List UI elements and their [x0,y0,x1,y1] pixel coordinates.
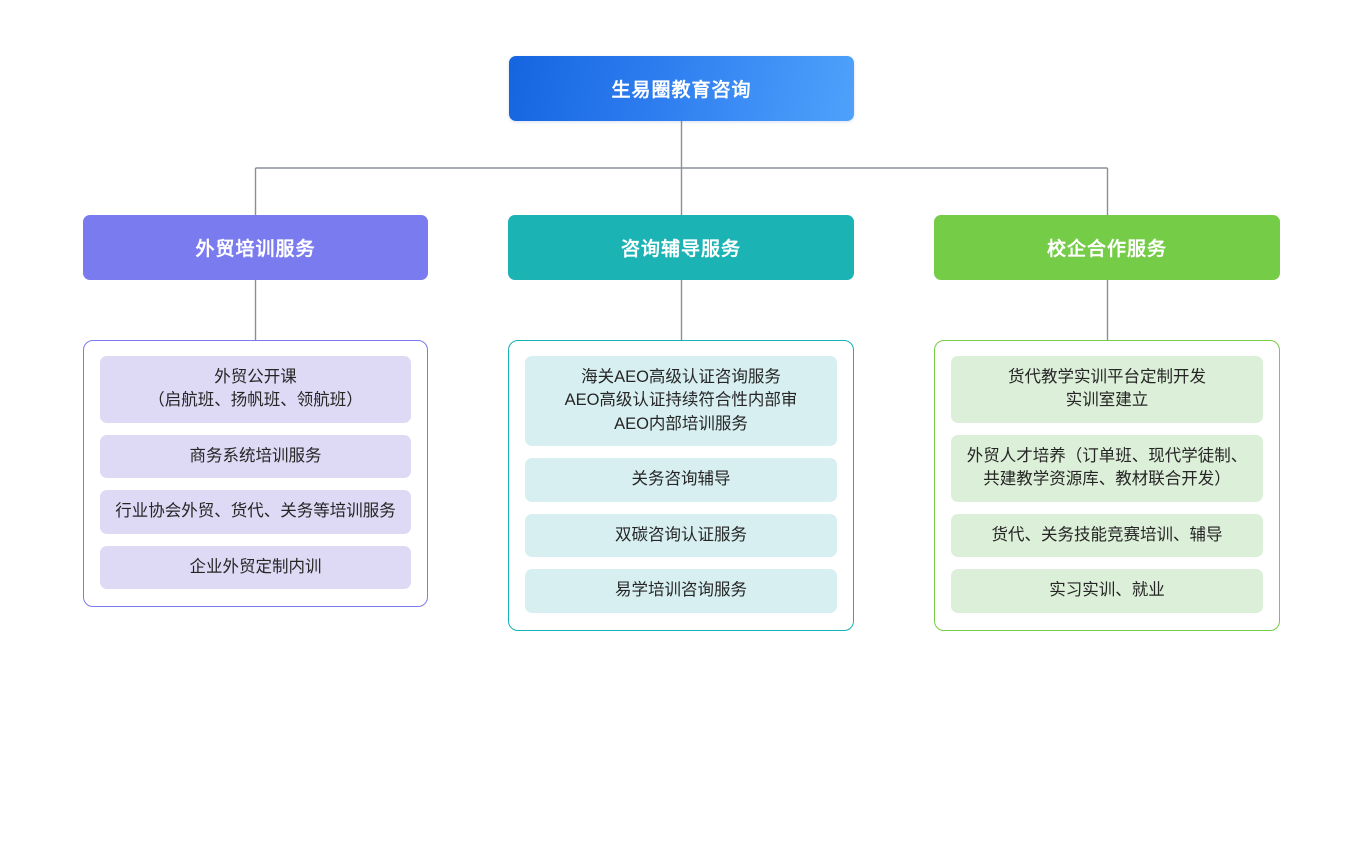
leaf-node[interactable]: 企业外贸定制内训 [100,545,411,590]
branch-group-box-2: 货代教学实训平台定制开发 实训室建立 外贸人才培养（订单班、现代学徒制、共建教学… [934,340,1280,631]
leaf-node[interactable]: 货代、关务技能竞赛培训、辅导 [951,513,1263,558]
branch-column-2: 校企合作服务 货代教学实训平台定制开发 实训室建立 外贸人才培养（订单班、现代学… [934,215,1280,631]
branch-header-1[interactable]: 咨询辅导服务 [508,215,854,280]
branch-group-box-1: 海关AEO高级认证咨询服务 AEO高级认证持续符合性内部审 AEO内部培训服务 … [508,340,854,631]
root-node[interactable]: 生易圈教育咨询 [509,56,854,121]
leaf-node[interactable]: 关务咨询辅导 [525,458,837,502]
branch-header-0[interactable]: 外贸培训服务 [83,215,428,280]
branch-header-2[interactable]: 校企合作服务 [934,215,1280,280]
branch-column-1: 咨询辅导服务 海关AEO高级认证咨询服务 AEO高级认证持续符合性内部审 AEO… [508,215,854,631]
branch-column-0: 外贸培训服务 外贸公开课 （启航班、扬帆班、领航班） 商务系统培训服务 行业协会… [83,215,428,608]
leaf-node[interactable]: 外贸公开课 （启航班、扬帆班、领航班） [100,356,411,423]
leaf-node[interactable]: 商务系统培训服务 [100,434,411,479]
branch-group-box-0: 外贸公开课 （启航班、扬帆班、领航班） 商务系统培训服务 行业协会外贸、货代、关… [83,340,428,608]
leaf-node[interactable]: 行业协会外贸、货代、关务等培训服务 [100,490,411,534]
leaf-node[interactable]: 外贸人才培养（订单班、现代学徒制、共建教学资源库、教材联合开发） [951,434,1263,502]
leaf-node[interactable]: 海关AEO高级认证咨询服务 AEO高级认证持续符合性内部审 AEO内部培训服务 [525,356,837,447]
leaf-node[interactable]: 易学培训咨询服务 [525,569,837,613]
leaf-node[interactable]: 货代教学实训平台定制开发 实训室建立 [951,356,1263,423]
leaf-node[interactable]: 实习实训、就业 [951,569,1263,613]
leaf-node[interactable]: 双碳咨询认证服务 [525,513,837,558]
